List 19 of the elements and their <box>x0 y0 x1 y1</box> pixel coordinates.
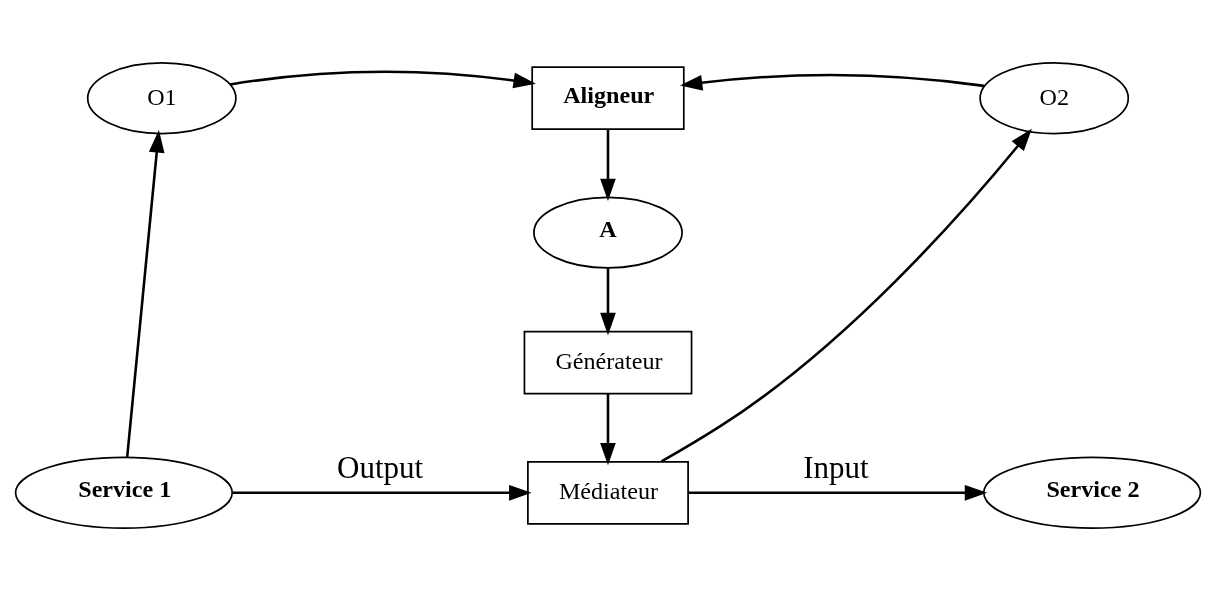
node-ellipse: O1 <box>86 61 237 134</box>
edge-label: Output <box>337 449 424 485</box>
arrow <box>679 73 985 90</box>
arrow <box>688 484 988 501</box>
node-ellipse: O2 <box>979 61 1130 134</box>
arrow <box>230 70 536 88</box>
node-box: Générateur <box>523 330 693 395</box>
arrow <box>600 267 616 335</box>
node-box: Médiateur <box>527 460 689 525</box>
arrow <box>600 393 616 465</box>
arrow <box>125 129 165 457</box>
edge-label: Input <box>803 449 869 485</box>
node-ellipse: A <box>533 195 683 269</box>
node-ellipse: Service 1 <box>14 456 234 529</box>
node-ellipse: Service 2 <box>982 456 1202 529</box>
arrow <box>232 484 532 501</box>
node-box: Aligneur <box>531 65 685 130</box>
arrow <box>660 128 1032 463</box>
arrow <box>600 129 616 201</box>
